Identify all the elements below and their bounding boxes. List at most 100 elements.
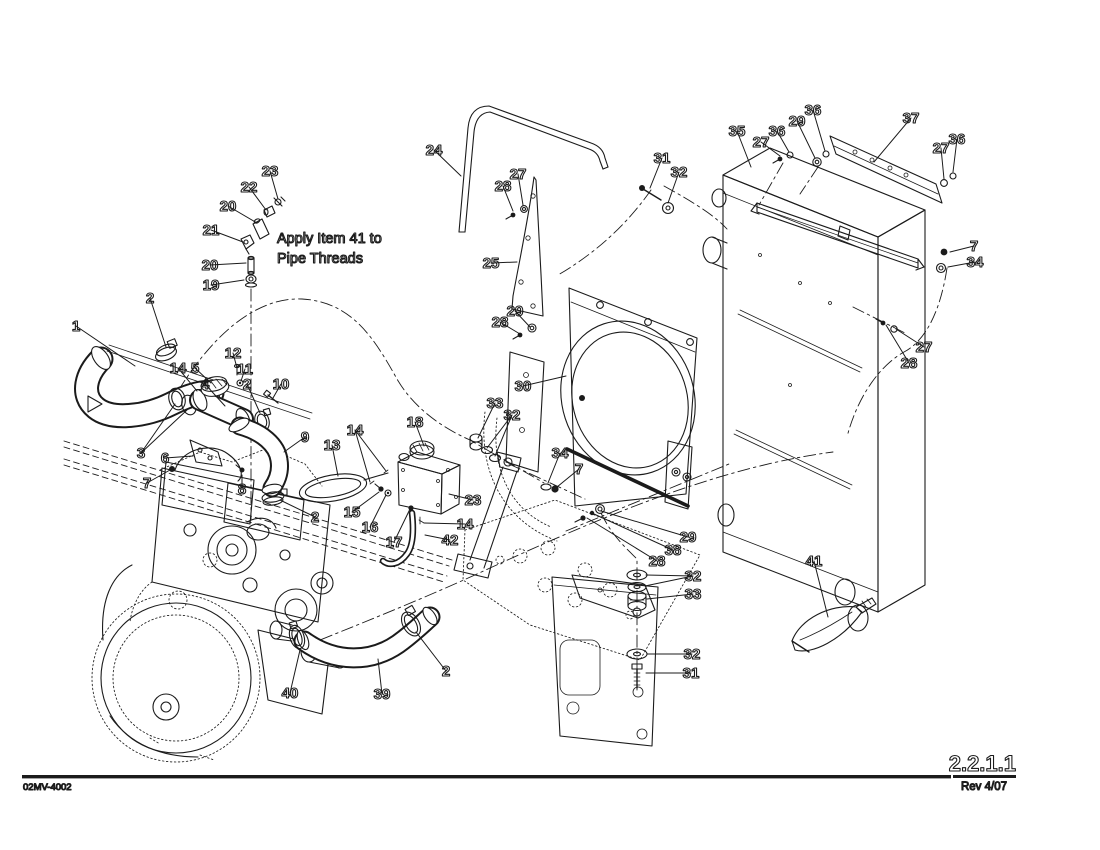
nut-29c bbox=[595, 504, 605, 514]
leader-line bbox=[331, 444, 339, 477]
fitting-22 bbox=[263, 205, 276, 218]
leader-line bbox=[517, 173, 524, 206]
footer: 2.2.1.1 Rev 4/07 02MV-4002 bbox=[22, 750, 1017, 794]
elbow-21 bbox=[240, 234, 255, 255]
upper-port bbox=[711, 188, 727, 208]
callout-39: 39 bbox=[374, 686, 391, 703]
vent-line-fittings bbox=[240, 196, 286, 288]
revision-label: Rev 4/07 bbox=[961, 781, 1007, 793]
nut-36b bbox=[822, 150, 830, 158]
fan-ring-arc bbox=[495, 417, 552, 528]
leader-line bbox=[645, 574, 694, 577]
radiator-35 bbox=[702, 147, 926, 632]
nut-36a bbox=[786, 151, 794, 159]
leader-line bbox=[433, 149, 462, 177]
frame-and-mounts bbox=[453, 451, 701, 747]
washer-34b bbox=[935, 262, 947, 274]
callout-13: 13 bbox=[324, 437, 341, 454]
leader-line bbox=[940, 147, 945, 180]
side-baffle-25 bbox=[511, 176, 544, 317]
callout-30: 30 bbox=[515, 378, 532, 395]
callout-14: 14 bbox=[170, 360, 187, 377]
fitting-23 bbox=[273, 196, 286, 207]
leader-line bbox=[448, 493, 474, 501]
callout-32: 32 bbox=[684, 646, 701, 663]
leader-line bbox=[415, 631, 447, 672]
callout-32: 32 bbox=[671, 164, 688, 181]
callout-14: 14 bbox=[457, 516, 474, 533]
callout-34: 34 bbox=[552, 445, 569, 462]
callout-29: 29 bbox=[507, 303, 524, 320]
leader-line bbox=[486, 414, 513, 449]
side-plate bbox=[551, 576, 659, 747]
filler-cap-5 bbox=[200, 376, 230, 397]
callout-2: 2 bbox=[311, 509, 319, 526]
callout-18: 18 bbox=[407, 414, 424, 431]
leader-line bbox=[210, 229, 244, 243]
leader-line bbox=[490, 261, 518, 264]
leader-line bbox=[736, 130, 752, 168]
washer-34a bbox=[540, 483, 552, 491]
leader-line bbox=[354, 429, 371, 483]
leader-line bbox=[146, 469, 171, 484]
leader-line bbox=[586, 517, 658, 562]
callout-36: 36 bbox=[949, 131, 966, 148]
nut-27c bbox=[940, 179, 948, 187]
top-mount-channel bbox=[750, 202, 925, 271]
leader-line bbox=[952, 138, 958, 173]
callout-9: 9 bbox=[301, 429, 309, 446]
screw-28a bbox=[505, 212, 516, 220]
callout-24: 24 bbox=[426, 142, 443, 159]
callout-23: 23 bbox=[262, 163, 279, 180]
callout-16: 16 bbox=[362, 519, 379, 536]
callout-27: 27 bbox=[933, 140, 950, 157]
callout-17: 17 bbox=[386, 534, 403, 551]
callout-5: 5 bbox=[191, 360, 199, 377]
callout-29: 29 bbox=[680, 529, 697, 546]
leader-line bbox=[204, 383, 226, 407]
callout-28: 28 bbox=[649, 553, 666, 570]
leader-line bbox=[813, 560, 829, 618]
leader-line bbox=[283, 436, 306, 453]
upper-radiator-hose-assembly bbox=[74, 338, 313, 473]
note-line-2: Pipe Threads bbox=[277, 251, 363, 267]
screw-15 bbox=[374, 483, 384, 492]
screw-8 bbox=[235, 464, 245, 473]
reservoir-18 bbox=[397, 440, 461, 515]
bracket-6 bbox=[189, 439, 223, 467]
callout-35: 35 bbox=[729, 123, 746, 140]
leader-line bbox=[949, 245, 975, 253]
callout-23: 23 bbox=[465, 492, 482, 509]
leader-line bbox=[227, 205, 258, 224]
bolt-31a bbox=[639, 185, 662, 201]
leader-line bbox=[424, 534, 451, 541]
nut-7b bbox=[940, 248, 948, 256]
nut-36c bbox=[949, 172, 957, 180]
callout-28: 28 bbox=[495, 178, 512, 195]
leader-line bbox=[232, 352, 238, 369]
leader-line bbox=[351, 491, 380, 513]
callout-10: 10 bbox=[273, 376, 290, 393]
sealant-tube-41 bbox=[791, 597, 877, 653]
callout-36: 36 bbox=[805, 102, 822, 119]
leader-line bbox=[947, 261, 976, 268]
callout-27: 27 bbox=[510, 166, 527, 183]
centerlines bbox=[166, 162, 948, 691]
bolt-10 bbox=[263, 389, 279, 404]
leader-line bbox=[164, 455, 194, 459]
nut-27d bbox=[890, 325, 898, 333]
note-line-1: Apply Item 41 to bbox=[277, 231, 382, 247]
leader-line bbox=[414, 421, 425, 447]
callout-2: 2 bbox=[243, 376, 251, 393]
screw-28b bbox=[512, 332, 523, 340]
leader-line bbox=[369, 494, 387, 528]
callout-31: 31 bbox=[654, 150, 671, 167]
callout-leader-lines bbox=[75, 109, 976, 695]
washer-32a bbox=[661, 201, 675, 215]
leader-line bbox=[246, 383, 261, 414]
washer-38 bbox=[589, 510, 595, 516]
callout-33: 33 bbox=[685, 586, 702, 603]
leader-line bbox=[149, 297, 167, 348]
callout-41: 41 bbox=[806, 553, 823, 570]
shroud-seal bbox=[565, 447, 690, 508]
